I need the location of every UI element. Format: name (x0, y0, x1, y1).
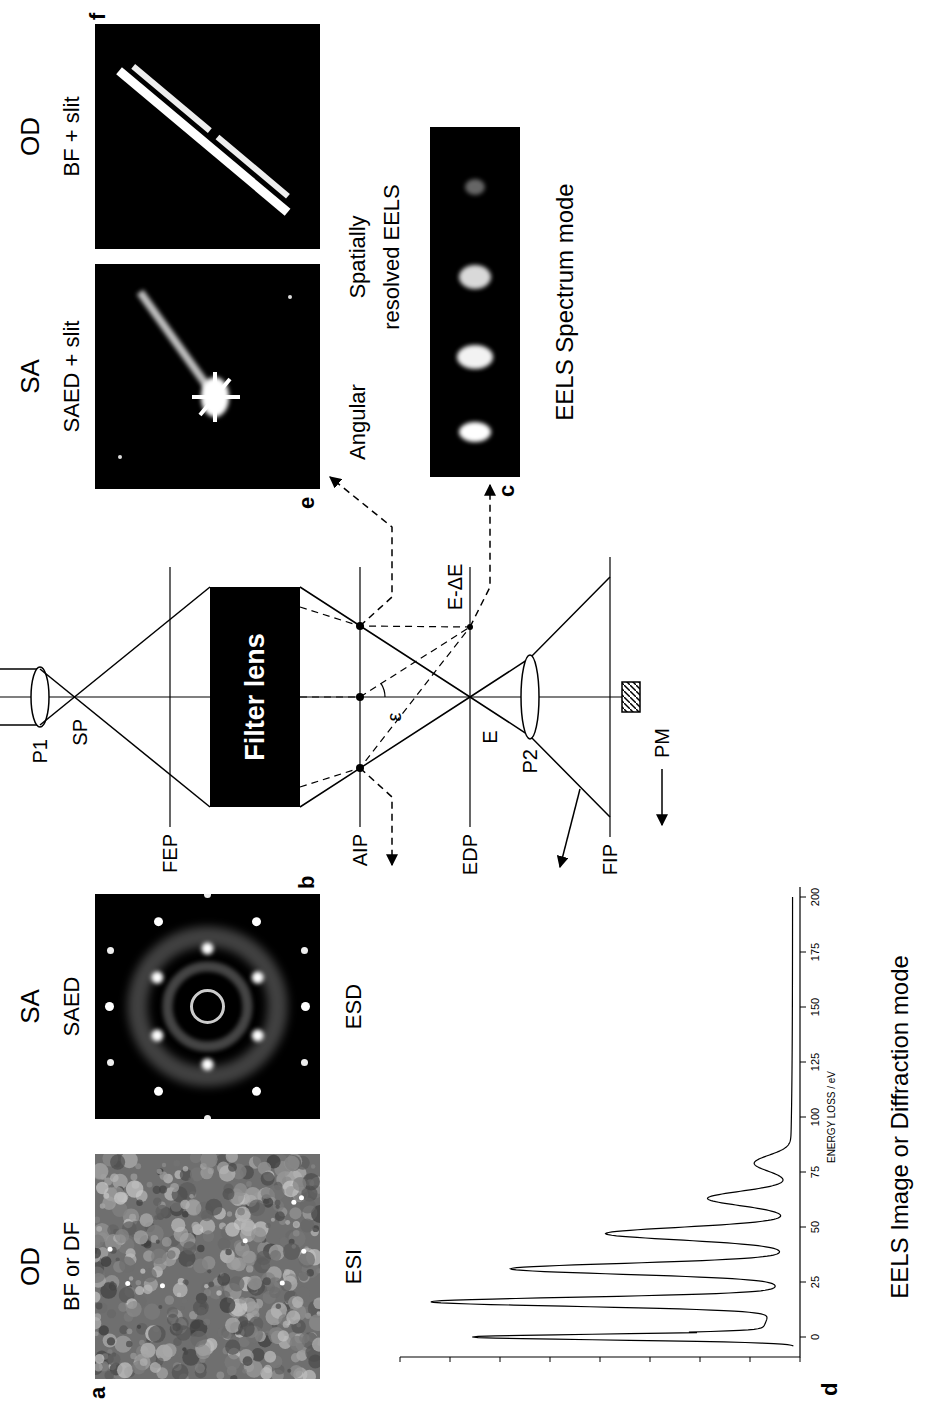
image-panel: f (95, 24, 320, 249)
image-panel: c (430, 127, 520, 477)
tick-label: 0 (810, 1334, 821, 1340)
mode-arrow (560, 789, 580, 867)
plane-label: SP (70, 719, 90, 746)
loss-ray (300, 627, 470, 787)
mode-label: ESD (343, 984, 365, 1029)
plane-line (169, 567, 170, 827)
panel-letter: f (87, 13, 109, 20)
spectrum-image (430, 127, 520, 477)
panel-letter: a (87, 1387, 109, 1399)
mode-label: Angular (347, 384, 369, 460)
slit-image (95, 24, 320, 249)
plane-line (469, 567, 470, 827)
axis-title: ENERGY LOSS / eV (827, 1071, 837, 1163)
panel-letter: d (819, 1383, 841, 1396)
micrograph-image (95, 1154, 320, 1379)
plane-label: FIP (600, 844, 620, 875)
optical-column (0, 477, 662, 867)
panel-letter: e (296, 497, 318, 509)
box-label: Filter lens (242, 633, 269, 761)
tick-label: 125 (810, 1053, 821, 1071)
ray (40, 587, 210, 725)
column-header: OD (17, 1247, 43, 1286)
plot-panel: d (385, 877, 845, 1372)
plane-label: AIP (350, 834, 370, 866)
mode-arrow (470, 485, 490, 627)
diffraction-image (95, 894, 320, 1119)
mode-label: ESI (343, 1249, 365, 1284)
tick-label: 25 (810, 1276, 821, 1288)
detector-symbol (622, 682, 640, 712)
image-title: BF + slit (61, 96, 83, 176)
plane-label: E-ΔE (445, 564, 465, 611)
plane-label: EDP (460, 834, 480, 875)
spectrum-plot (400, 887, 806, 1362)
column-header: SA (17, 989, 43, 1024)
plane-label: P1 (30, 739, 50, 763)
tick-label: 75 (810, 1166, 821, 1178)
tick-label: 200 (810, 888, 821, 906)
tick-label: 100 (810, 1108, 821, 1126)
image-title: BF or DF (61, 1222, 83, 1311)
aperture-dot (356, 693, 364, 701)
plane-label: P2 (520, 749, 540, 773)
incoming-ray (0, 724, 40, 726)
image-title: SAED + slit (61, 321, 83, 433)
mode-arrow (330, 477, 392, 626)
ray (40, 669, 210, 807)
tick-label: 175 (810, 943, 821, 961)
tick-label: 150 (810, 998, 821, 1016)
ray (300, 577, 610, 807)
lens-symbol (31, 667, 49, 727)
plane-label: PM (652, 728, 672, 758)
mode-caption: EELS Spectrum mode (553, 183, 577, 420)
plane-label: ε (384, 713, 404, 722)
mode-label: resolved EELS (381, 184, 403, 330)
filter-lens-box: Filter lens (210, 587, 300, 807)
plane-label: E (480, 730, 500, 743)
panel-letter: c (496, 485, 518, 497)
tick-label: 50 (810, 1221, 821, 1233)
loss-ray (300, 627, 470, 697)
image-panel: b (95, 894, 320, 1119)
ray (300, 587, 610, 817)
column-header: OD (17, 117, 43, 156)
plane-label: FEP (160, 834, 180, 873)
mode-label: Spatially (347, 215, 369, 298)
slit-diffraction-image (95, 264, 320, 489)
column-header: SA (17, 359, 43, 394)
incoming-ray (0, 668, 40, 670)
angle-arc (381, 684, 385, 697)
image-panel: a (95, 1154, 320, 1379)
mode-caption: EELS Image or Diffraction mode (888, 955, 912, 1299)
image-panel: e (95, 264, 320, 489)
panel-letter: b (296, 876, 318, 889)
image-title: SAED (61, 977, 83, 1037)
lens-symbol (521, 655, 539, 739)
signal-arrow (661, 769, 663, 825)
plane-line (609, 557, 610, 837)
